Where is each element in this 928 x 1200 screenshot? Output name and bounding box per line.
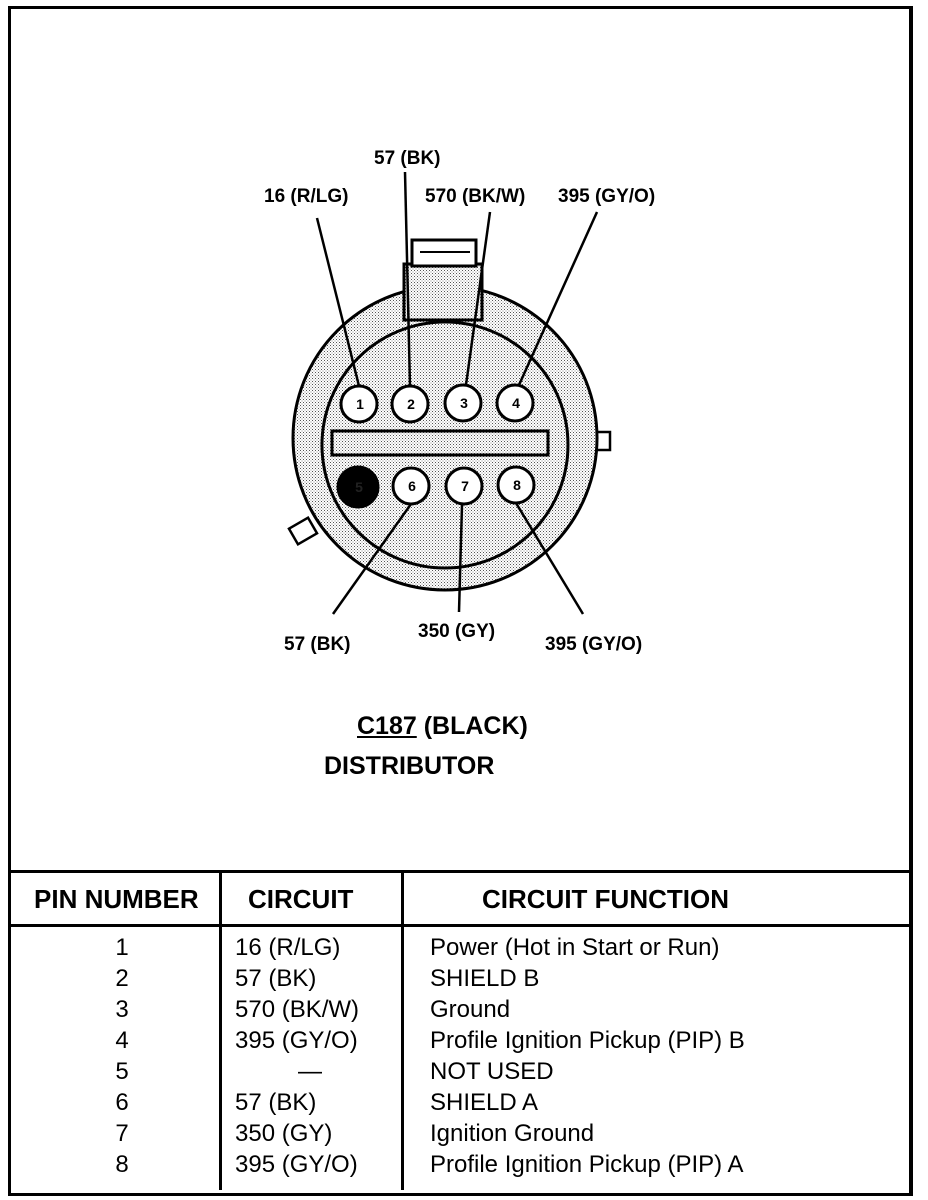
svg-text:1: 1	[356, 396, 364, 412]
pin-cell: 4	[115, 1027, 129, 1054]
circuit-cell: 570 (BK/W)	[235, 996, 360, 1023]
wire-label-pin-8: 395 (GY/O)	[545, 634, 642, 655]
pin-cell: 3	[115, 996, 129, 1023]
pin-8: 8	[496, 465, 536, 505]
function-cell: SHIELD A	[430, 1089, 539, 1116]
table-row: 3 570 (BK/W) Ground	[8, 996, 909, 1027]
circuit-cell: 350 (GY)	[235, 1120, 333, 1147]
pin-cell: 5	[115, 1058, 129, 1085]
table-row: 8 395 (GY/O) Profile Ignition Pickup (PI…	[8, 1151, 909, 1182]
svg-text:6: 6	[408, 478, 416, 494]
table-row: 6 57 (BK) SHIELD A	[8, 1089, 909, 1120]
function-cell: NOT USED	[430, 1058, 554, 1085]
table-row: 2 57 (BK) SHIELD B	[8, 965, 909, 996]
table-divider-1	[219, 870, 222, 1190]
circuit-cell: —	[298, 1058, 322, 1085]
svg-text:7: 7	[461, 478, 469, 494]
pin-1: 1	[339, 384, 379, 424]
table-row: 4 395 (GY/O) Profile Ignition Pickup (PI…	[8, 1027, 909, 1058]
svg-text:8: 8	[513, 477, 521, 493]
table-row: 7 350 (GY) Ignition Ground	[8, 1120, 909, 1151]
table-top-rule	[8, 870, 909, 873]
pin-cell: 1	[115, 934, 129, 961]
pin-cell: 8	[115, 1151, 129, 1178]
header-pin-number: PIN NUMBER	[34, 884, 199, 914]
wire-label-pin-7: 350 (GY)	[418, 621, 495, 642]
pin-cell: 2	[115, 965, 129, 992]
pin-3: 3	[443, 383, 483, 423]
function-cell: Profile Ignition Pickup (PIP) B	[430, 1027, 745, 1054]
leader-lines	[315, 171, 599, 615]
connector-locking-tab	[402, 238, 484, 322]
pin-5: 5	[336, 465, 380, 509]
component-name: DISTRIBUTOR	[324, 752, 495, 780]
function-cell: Power (Hot in Start or Run)	[430, 934, 720, 961]
table-row: 5 — NOT USED	[8, 1058, 909, 1089]
circuit-cell: 57 (BK)	[235, 1089, 317, 1116]
svg-text:2: 2	[407, 396, 415, 412]
circuit-cell: 395 (GY/O)	[235, 1027, 358, 1054]
page-frame	[8, 6, 913, 1196]
wire-label-pin-6: 57 (BK)	[284, 634, 351, 655]
connector-caption: C187 (BLACK)	[357, 712, 528, 741]
header-circuit-function: CIRCUIT FUNCTION	[482, 884, 729, 914]
circuit-cell: 57 (BK)	[235, 965, 317, 992]
function-cell: Profile Ignition Pickup (PIP) A	[430, 1151, 744, 1178]
header-circuit: CIRCUIT	[248, 884, 354, 914]
circuit-cell: 16 (R/LG)	[235, 934, 341, 961]
wire-label-pin-3: 570 (BK/W)	[425, 186, 525, 207]
wire-label-pin-4: 395 (GY/O)	[558, 186, 655, 207]
connector-color: (BLACK)	[423, 712, 528, 740]
pin-7: 7	[444, 466, 484, 506]
table-divider-2	[401, 870, 404, 1190]
function-cell: Ignition Ground	[430, 1120, 595, 1147]
wire-label-pin-2: 57 (BK)	[374, 148, 441, 169]
svg-text:3: 3	[460, 395, 468, 411]
svg-text:5: 5	[355, 479, 363, 495]
pin-table: PIN NUMBER CIRCUIT CIRCUIT FUNCTION 1 16…	[8, 870, 909, 1190]
table-header-rule	[8, 924, 909, 927]
pin-cell: 6	[115, 1089, 129, 1116]
wire-label-pin-1: 16 (R/LG)	[264, 186, 348, 207]
circuit-cell: 395 (GY/O)	[235, 1151, 358, 1178]
function-cell: Ground	[430, 996, 511, 1023]
table-row: 1 16 (R/LG) Power (Hot in Start or Run)	[8, 934, 909, 965]
function-cell: SHIELD B	[430, 965, 540, 992]
connector-diagram: 1 2 3 4 5 6 7 8 57 (BK) 16 (R/LG)	[264, 148, 655, 655]
pin-2: 2	[390, 384, 430, 424]
pin-4: 4	[495, 383, 535, 423]
connector-key-bar	[330, 429, 550, 457]
pin-6: 6	[391, 466, 431, 506]
connector-id: C187	[357, 712, 417, 740]
svg-text:4: 4	[512, 395, 520, 411]
pin-cell: 7	[115, 1120, 129, 1147]
